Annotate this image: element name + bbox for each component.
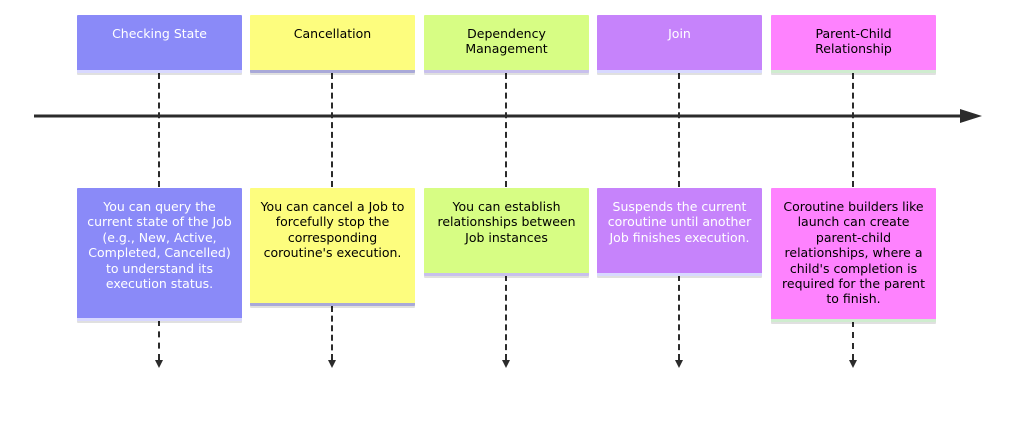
event-title-box: Dependency Management: [424, 15, 589, 73]
connector-line: [331, 73, 333, 187]
event-title: Cancellation: [293, 26, 372, 41]
connector-line: [852, 73, 854, 187]
arrow-down-icon: [328, 360, 336, 368]
event-title-box: Parent-Child Relationship: [771, 15, 936, 73]
event-description: Coroutine builders like launch can creat…: [782, 199, 925, 307]
arrow-down-icon: [502, 360, 510, 368]
event-title: Checking State: [112, 26, 207, 41]
event-description-box: You can query the current state of the J…: [77, 188, 242, 321]
event-description-box: You can establish relationships between …: [424, 188, 589, 276]
event-title-box: Checking State: [77, 15, 242, 73]
event-description: You can establish relationships between …: [437, 199, 576, 245]
connector-line: [158, 320, 160, 360]
event-description: You can query the current state of the J…: [87, 199, 232, 292]
connector-line: [852, 321, 854, 360]
event-title: Parent-Child Relationship: [815, 26, 892, 57]
event-description-box: Coroutine builders like launch can creat…: [771, 188, 936, 322]
event-description-box: Suspends the current coroutine until ano…: [597, 188, 762, 276]
connector-line: [158, 73, 160, 187]
event-title-box: Cancellation: [250, 15, 415, 73]
event-title-box: Join: [597, 15, 762, 73]
arrow-down-icon: [675, 360, 683, 368]
connector-line: [505, 275, 507, 360]
connector-line: [505, 73, 507, 187]
connector-line: [678, 73, 680, 187]
event-description-box: You can cancel a Job to forcefully stop …: [250, 188, 415, 306]
arrow-down-icon: [155, 360, 163, 368]
event-description: Suspends the current coroutine until ano…: [607, 199, 752, 245]
arrow-down-icon: [849, 360, 857, 368]
event-description: You can cancel a Job to forcefully stop …: [260, 199, 405, 261]
event-title: Dependency Management: [465, 26, 548, 57]
event-title: Join: [668, 26, 691, 41]
connector-line: [331, 306, 333, 360]
connector-line: [678, 275, 680, 360]
